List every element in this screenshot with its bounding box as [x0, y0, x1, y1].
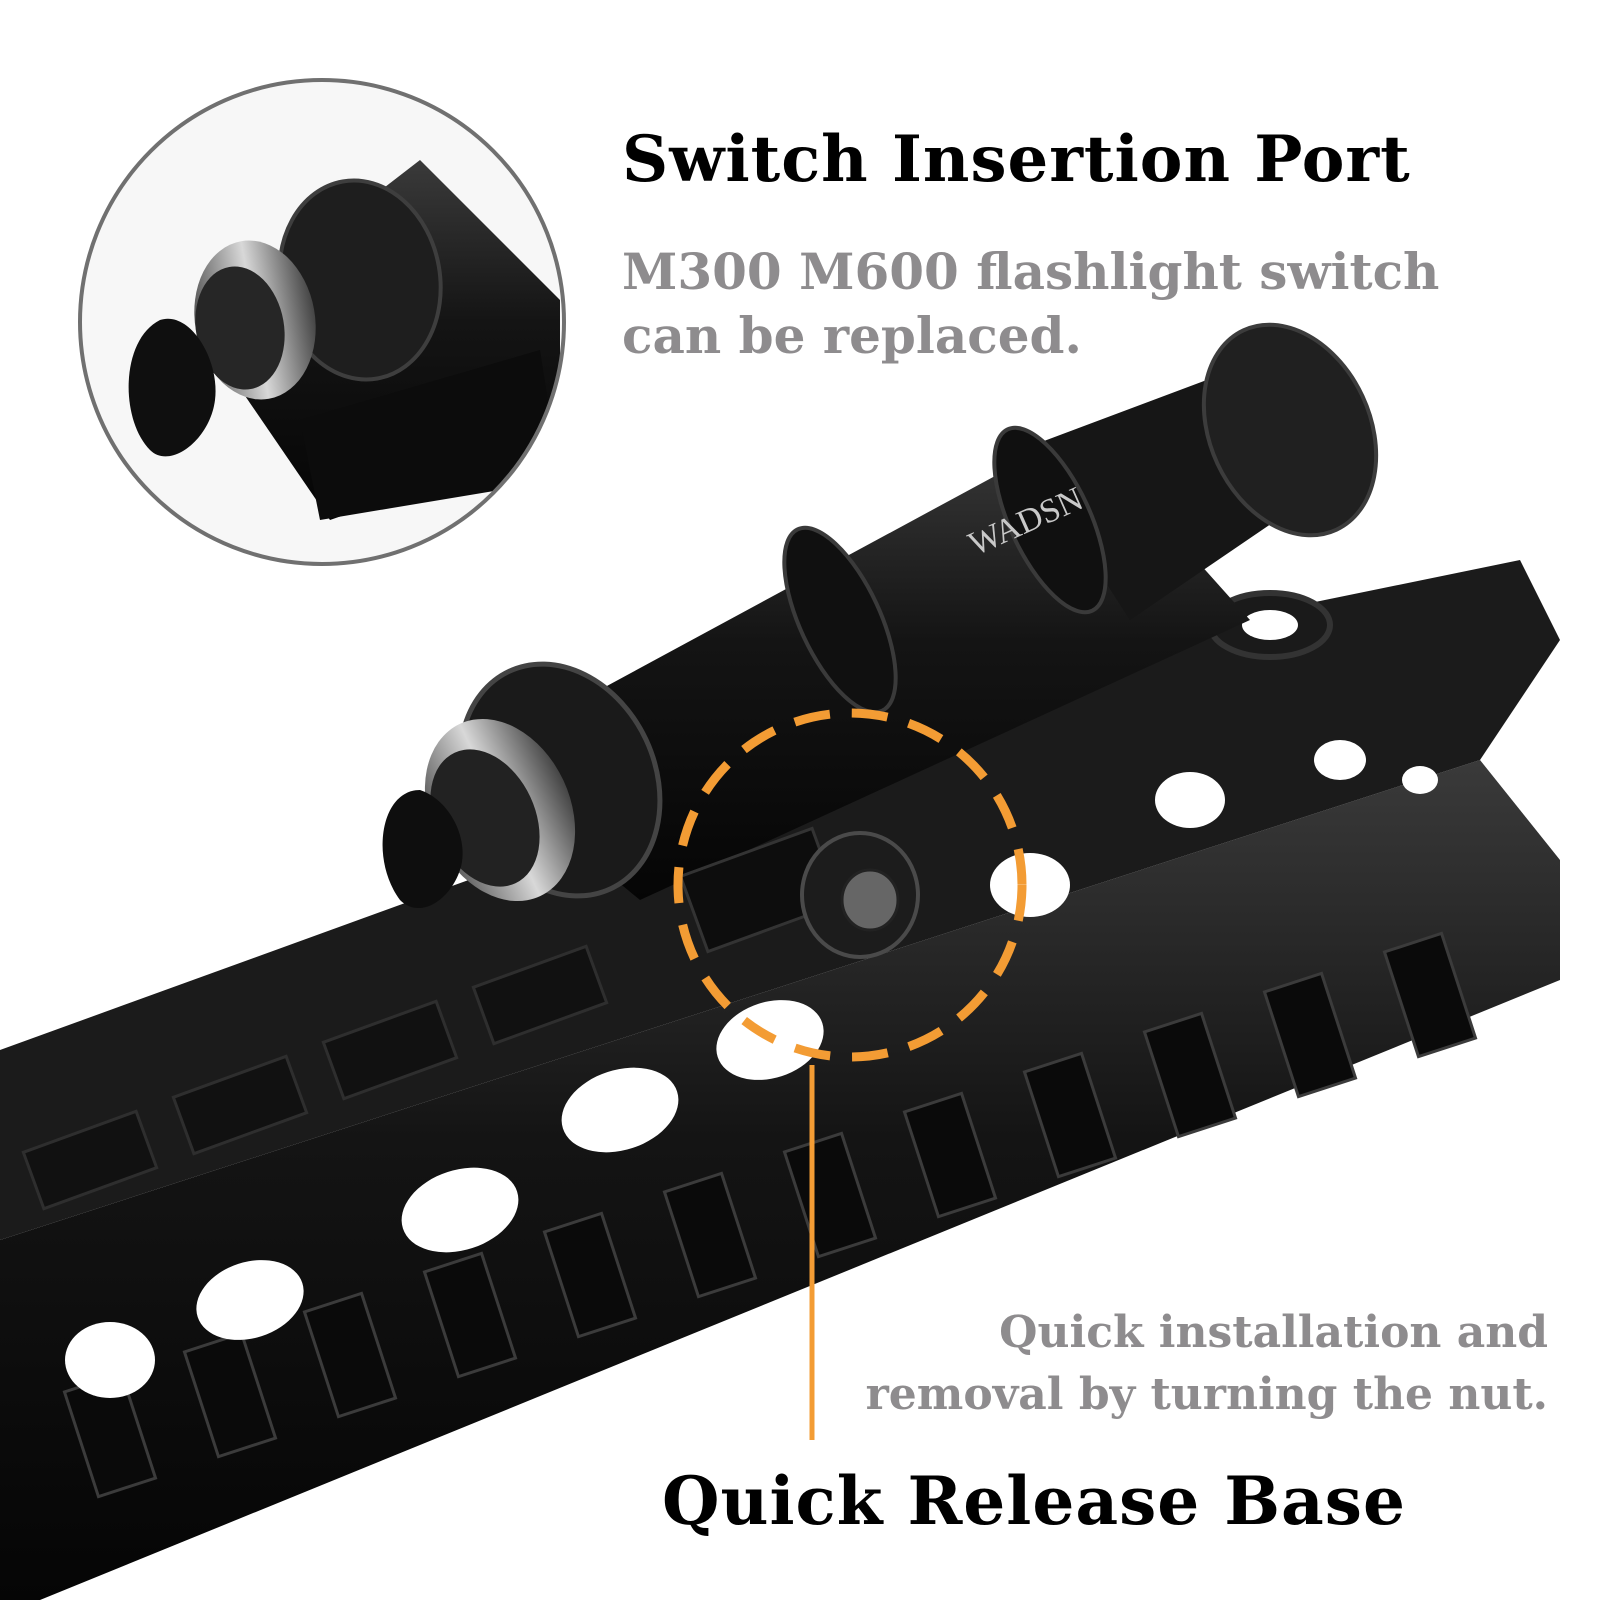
callout-note-line1: Quick installation and	[999, 1307, 1548, 1358]
inset-border	[78, 78, 566, 566]
inset-subtitle: M300 M600 flashlight switch can be repla…	[622, 240, 1522, 368]
callout-note: Quick installation and removal by turnin…	[848, 1302, 1548, 1426]
flashlight: WADSN	[382, 322, 1379, 959]
inset-subtitle-line2: can be replaced.	[622, 306, 1082, 365]
inset-title: Switch Insertion Port	[622, 122, 1411, 197]
callout-note-line2: removal by turning the nut.	[865, 1369, 1548, 1420]
inset-detail	[78, 78, 566, 566]
inset-subtitle-line1: M300 M600 flashlight switch	[622, 242, 1440, 301]
callout-highlight	[673, 708, 1027, 1440]
highlight-ring	[673, 708, 1027, 1062]
callout-label: Quick Release Base	[662, 1462, 1406, 1540]
